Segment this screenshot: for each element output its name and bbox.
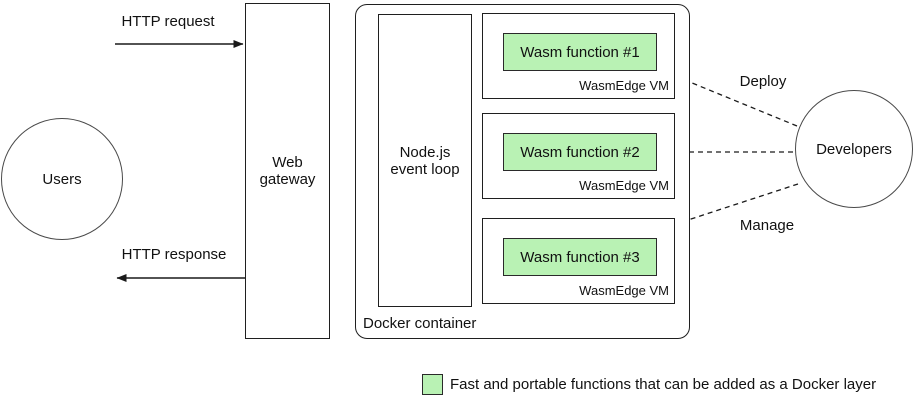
wasmedge-vm-box-2: Wasm function #2 WasmEdge VM [482, 113, 675, 199]
users-node: Users [1, 118, 123, 240]
developers-label: Developers [816, 140, 892, 158]
wasm-function-3-label: Wasm function #3 [520, 248, 640, 266]
manage-label: Manage [739, 217, 795, 234]
legend-label: Fast and portable functions that can be … [450, 376, 877, 393]
wasm-function-2-node: Wasm function #2 [503, 133, 657, 171]
nodejs-event-loop-node: Node.js event loop [378, 14, 472, 307]
http-response-label: HTTP response [121, 246, 227, 263]
wasm-function-1-label: Wasm function #1 [520, 43, 640, 61]
wasmedge-vm-2-label: WasmEdge VM [579, 178, 669, 193]
web-gateway-node: Web gateway [245, 3, 330, 339]
wasm-function-3-node: Wasm function #3 [503, 238, 657, 276]
wasm-function-2-label: Wasm function #2 [520, 143, 640, 161]
docker-container-label: Docker container [363, 315, 477, 332]
wasmedge-vm-box-1: Wasm function #1 WasmEdge VM [482, 13, 675, 99]
wasmedge-vm-box-3: Wasm function #3 WasmEdge VM [482, 218, 675, 304]
legend: Fast and portable functions that can be … [422, 374, 876, 395]
deploy-label: Deploy [739, 73, 787, 90]
legend-green-swatch [422, 374, 443, 395]
wasmedge-vm-1-label: WasmEdge VM [579, 78, 669, 93]
wasm-function-1-node: Wasm function #1 [503, 33, 657, 71]
developers-node: Developers [795, 90, 913, 208]
http-request-label: HTTP request [121, 13, 215, 30]
wasmedge-vm-3-label: WasmEdge VM [579, 283, 669, 298]
web-gateway-label: Web gateway [259, 154, 316, 188]
users-label: Users [42, 170, 82, 188]
nodejs-event-loop-label: Node.js event loop [390, 143, 460, 178]
